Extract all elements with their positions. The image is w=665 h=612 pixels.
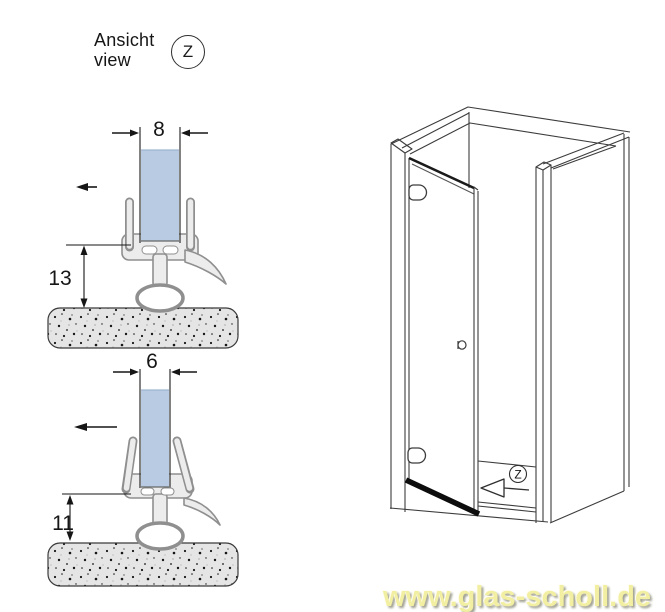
- seal-deflector-fin: [183, 497, 221, 526]
- detail-marker-z: [480, 464, 530, 498]
- seal-lips-8: [125, 197, 195, 252]
- profile-6mm-drawing: 6 11: [47, 350, 239, 587]
- dim-label-glass-6: 6: [146, 350, 158, 373]
- dimension-width-6: [113, 368, 197, 376]
- dimension-height-11: [62, 493, 131, 541]
- view-label-en: view: [94, 50, 131, 70]
- glass-pane-6: [139, 369, 171, 488]
- view-label-de: Ansicht: [94, 30, 155, 50]
- seal-profile-6: [123, 473, 221, 551]
- door-knob: [457, 340, 467, 350]
- wall-profile-right: [535, 161, 552, 523]
- watermark: www.glas-scholl.de: [383, 581, 652, 612]
- seal-deflector-fin: [184, 249, 227, 285]
- door-hinge-top: [408, 184, 428, 201]
- dimension-width-8: [112, 129, 208, 137]
- profile-8mm-drawing: 8 13: [47, 118, 239, 349]
- enclosure-top-inner-rim: [409, 122, 617, 155]
- seal-bulb: [135, 521, 185, 551]
- door-seal-strip: [404, 477, 481, 517]
- enclosure-top-outer-rim: [390, 106, 631, 145]
- view-label: Ansicht view: [94, 30, 154, 70]
- detail-arrow: [480, 478, 505, 498]
- dim-label-glass-8: 8: [153, 118, 165, 141]
- dimension-height-13: [66, 244, 131, 308]
- dim-label-clearance-11: 11: [52, 512, 74, 535]
- threshold-rails: [477, 460, 537, 513]
- view-marker-letter: Z: [182, 42, 194, 61]
- tray-front-edge: [389, 507, 549, 523]
- water-flow-arrow-8: [76, 183, 97, 191]
- door-hinge-bottom: [407, 447, 427, 464]
- view-marker-badge: Z: [171, 35, 205, 69]
- seal-base-slots: [141, 245, 179, 255]
- glass-pane-8: [139, 127, 181, 243]
- water-flow-arrow-6: [74, 423, 117, 431]
- shower-enclosure-drawing: [389, 106, 631, 524]
- floor-hatch-top: [47, 307, 239, 349]
- detail-marker-letter: Z: [514, 468, 521, 482]
- seal-bulb: [135, 283, 185, 313]
- seal-lips-6: [121, 436, 195, 494]
- shower-door: [408, 156, 479, 514]
- floor-hatch-bottom: [47, 542, 239, 587]
- dim-label-clearance-13: 13: [48, 267, 71, 290]
- wall-profile-left: [390, 138, 413, 512]
- side-wall-right: [542, 132, 630, 524]
- seal-base-slots: [140, 487, 175, 496]
